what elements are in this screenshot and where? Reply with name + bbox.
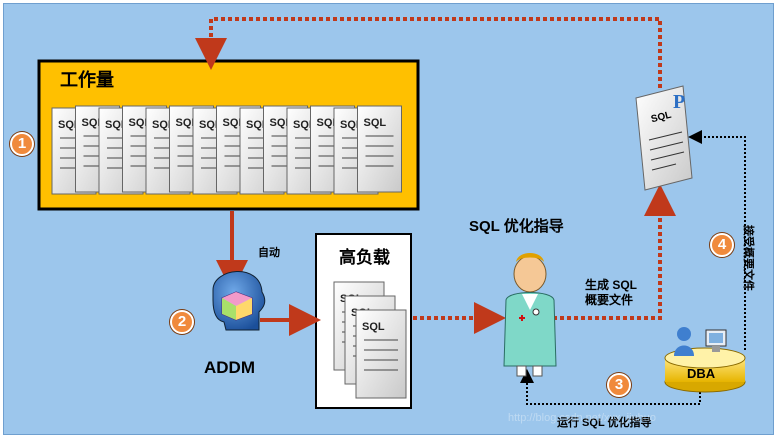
workload-title: 工作量 — [60, 70, 114, 90]
doc-sql-label: SQL — [364, 117, 387, 129]
dba-accept-arrow — [688, 130, 746, 350]
loop-arrow-top — [195, 17, 662, 88]
dba-icon — [664, 327, 746, 393]
gen-profile-label-2: 概要文件 — [585, 293, 634, 307]
addm-head-icon — [212, 271, 266, 331]
dba-label: DBA — [687, 366, 716, 381]
step-4-badge: 4 — [710, 233, 734, 257]
sql-advisor-person-icon — [503, 253, 557, 377]
step-1-badge: 1 — [10, 132, 34, 156]
gen-profile-label-1: 生成 SQL — [585, 278, 638, 292]
accept-profile-label: 接受概要文件 — [742, 225, 754, 291]
dba-run-arrow — [520, 369, 701, 405]
step-3-badge: 3 — [607, 373, 631, 397]
doc-sql-label: SQL — [362, 321, 385, 333]
high-load-sql-doc: SQL — [355, 309, 407, 399]
sql-profile-doc-icon: P — [635, 85, 693, 191]
watermark: http://blog.csdn.net/xxx_jiuhuo — [508, 412, 656, 424]
addm-label: ADDM — [204, 358, 255, 377]
high-load-title: 高负载 — [339, 248, 390, 267]
advisor-to-profile-arrow — [553, 184, 676, 320]
auto-label: 自动 — [258, 247, 280, 259]
workload-sql-doc: SQL — [357, 105, 402, 193]
advisor-title: SQL 优化指导 — [469, 218, 564, 235]
step-2-badge: 2 — [170, 310, 194, 334]
svg-text:P: P — [673, 91, 685, 113]
run-advisor-label: 运行 SQL 优化指导 — [557, 417, 652, 429]
